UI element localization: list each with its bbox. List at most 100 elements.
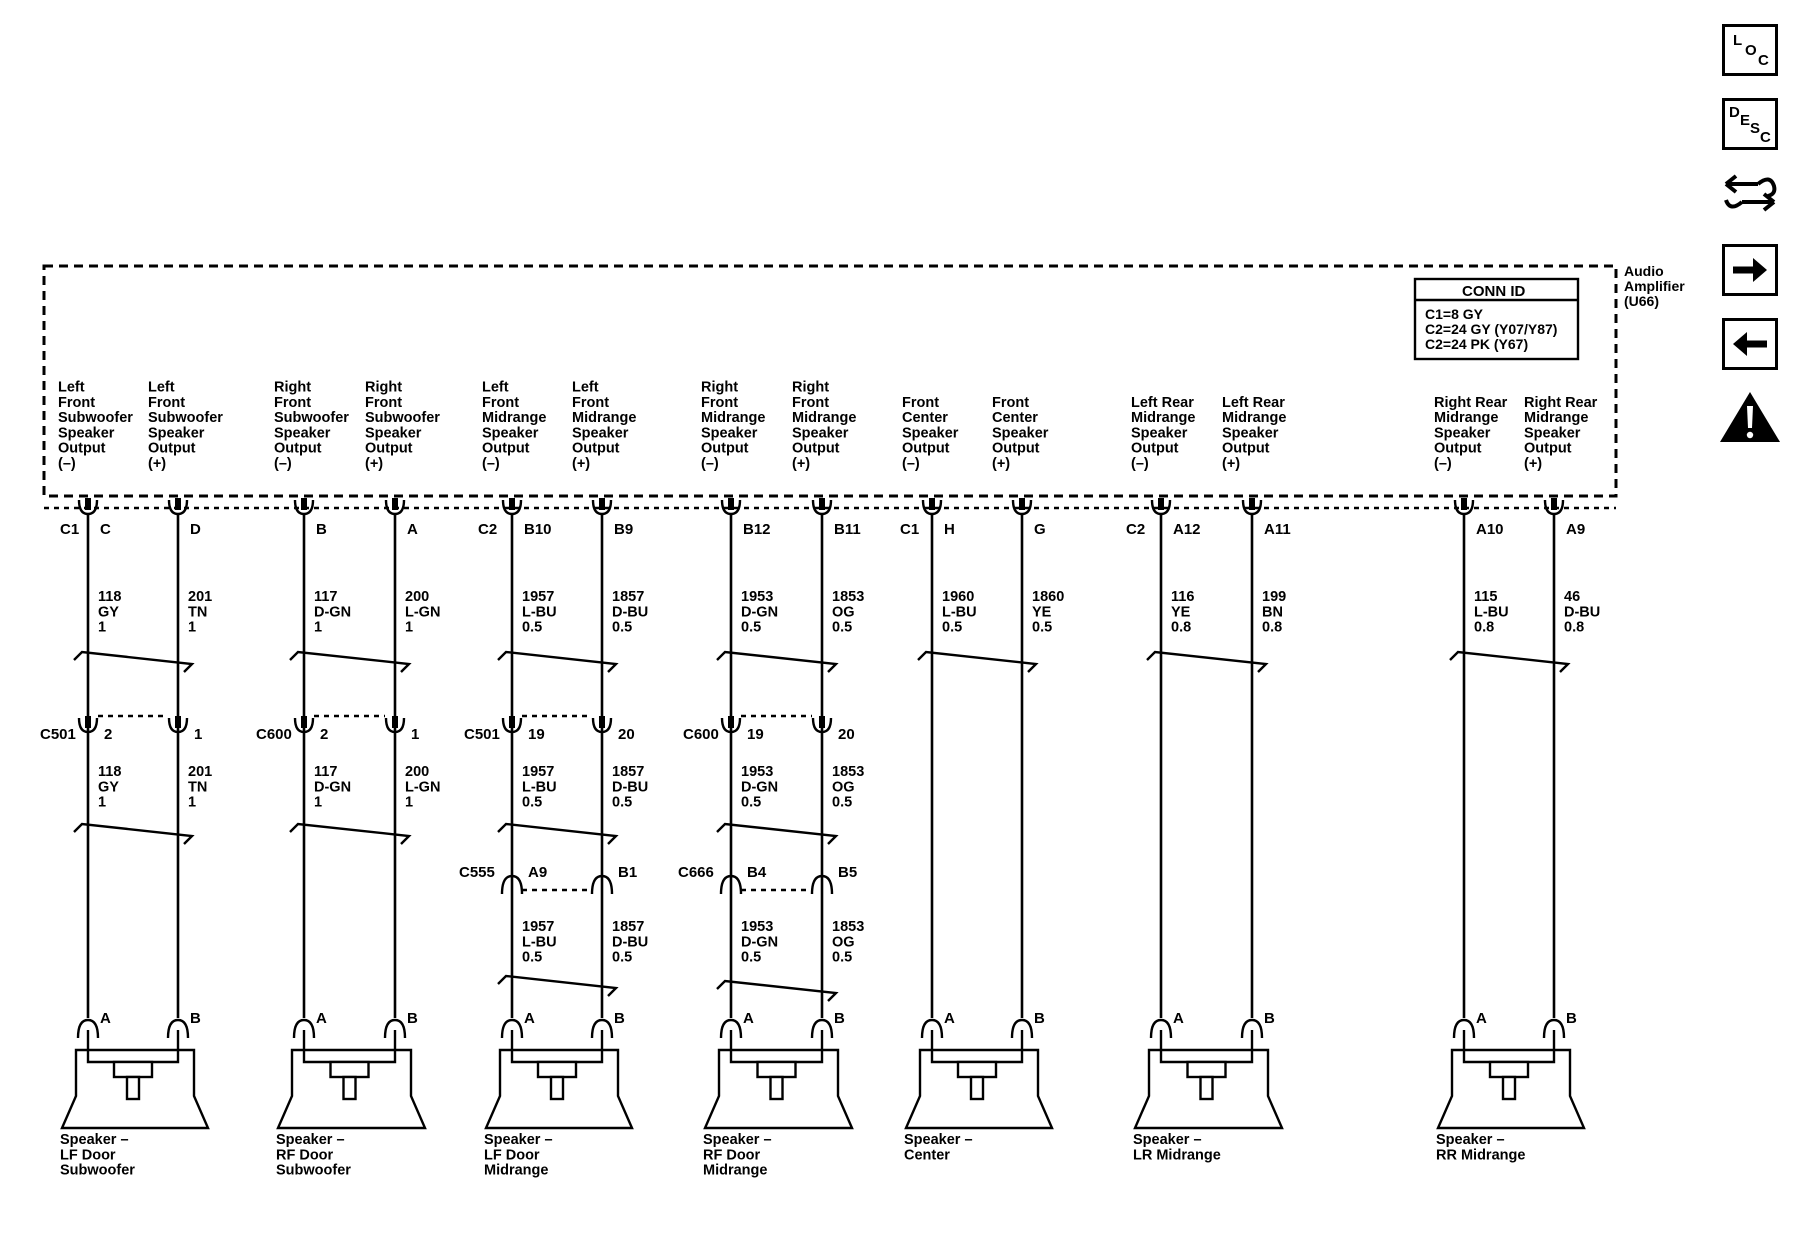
desc-letter-s: S xyxy=(1750,120,1760,137)
loc-letter-l: L xyxy=(1733,32,1742,49)
wire-label-top-8: 1960 xyxy=(942,589,974,605)
wire-label-low-3: 1853 xyxy=(832,919,864,935)
wires-layer xyxy=(73,514,1571,1018)
output-label-12: (–) xyxy=(1434,456,1452,472)
output-label-13: Output xyxy=(1524,441,1572,457)
description-icon[interactable]: D E S C xyxy=(1722,98,1778,150)
output-label-10: Left Rear xyxy=(1131,395,1194,411)
top-pin-label: G xyxy=(1034,521,1046,538)
shield-low-1 xyxy=(716,979,839,1002)
output-label-0: (–) xyxy=(58,456,76,472)
desc-letter-d: D xyxy=(1729,104,1740,121)
wire-label-low-0: 0.5 xyxy=(522,950,542,966)
shield-top-5 xyxy=(1146,650,1269,673)
wire-label-top-5: 1857 xyxy=(612,589,644,605)
output-label-0: Output xyxy=(58,441,106,457)
wire-label-top-9: 1860 xyxy=(1032,589,1064,605)
speaker-label-3: RF Door xyxy=(703,1147,761,1163)
output-label-8: Output xyxy=(902,441,950,457)
output-label-8: Speaker xyxy=(902,425,959,441)
output-label-4: (–) xyxy=(482,456,500,472)
wire-label-low-3: OG xyxy=(832,934,855,950)
speaker-cone-1 xyxy=(342,1075,357,1101)
output-label-6: Speaker xyxy=(701,425,758,441)
top-pin-label: B11 xyxy=(834,521,861,538)
output-label-10: Output xyxy=(1131,441,1179,457)
previous-arrow-icon[interactable] xyxy=(1722,318,1778,370)
speaker-terminal-b xyxy=(590,1018,614,1039)
conn-id-line: C2=24 GY (Y07/Y87) xyxy=(1425,321,1557,337)
wire-label-mid-1: 201 xyxy=(188,764,212,780)
wire-label-mid-7: OG xyxy=(832,779,855,795)
speaker-cone-4 xyxy=(969,1075,985,1101)
wire-label-top-2: 117 xyxy=(314,589,337,605)
output-label-2: Right xyxy=(274,380,311,396)
mid-terminal xyxy=(384,717,406,734)
loc-letter-c: C xyxy=(1758,52,1769,69)
speaker-pin-label: B xyxy=(1264,1010,1275,1027)
wire-label-mid-4: 0.5 xyxy=(522,795,542,811)
wire-label-mid-0: GY xyxy=(98,779,119,795)
speaker-label-2: Midrange xyxy=(484,1163,548,1179)
top-terminal-13 xyxy=(1543,499,1565,516)
wire-label-mid-0: 1 xyxy=(98,795,106,811)
wire-label-top-0: 118 xyxy=(98,589,121,605)
speaker-cone-3 xyxy=(769,1075,784,1101)
speaker-pin-label: B xyxy=(407,1010,418,1027)
wire-label-top-11: BN xyxy=(1262,604,1283,620)
wire-label-top-11: 199 xyxy=(1262,589,1286,605)
output-label-6: Midrange xyxy=(701,410,765,426)
output-label-3: Subwoofer xyxy=(365,410,440,426)
output-label-5: (+) xyxy=(572,456,590,472)
low-terminal xyxy=(590,874,614,895)
output-label-12: Output xyxy=(1434,441,1482,457)
speaker-terminal-a xyxy=(920,1018,944,1039)
speaker-magnet-6 xyxy=(1488,1060,1530,1079)
speaker-label-6: Speaker – xyxy=(1436,1132,1505,1148)
wire-label-top-7: 1853 xyxy=(832,589,864,605)
shield-low-0 xyxy=(497,974,619,997)
speaker-label-5: LR Midrange xyxy=(1133,1147,1221,1163)
wire-label-mid-1: TN xyxy=(188,779,207,795)
top-terminal-9 xyxy=(1011,499,1033,516)
top-pin-label: B12 xyxy=(743,521,771,538)
mid-pin-label: 20 xyxy=(838,726,855,743)
output-label-6: Front xyxy=(701,395,738,411)
connector-swap-icon[interactable] xyxy=(1718,164,1782,222)
low-terminal xyxy=(719,874,743,895)
speaker-label-0: Speaker – xyxy=(60,1132,129,1148)
wire-label-mid-0: 118 xyxy=(98,764,121,780)
output-label-2: Speaker xyxy=(274,425,331,441)
next-arrow-icon[interactable] xyxy=(1722,244,1778,296)
output-label-1: Left xyxy=(148,380,175,396)
wire-label-mid-2: 1 xyxy=(314,795,322,811)
top-terminal-3-pin xyxy=(392,498,398,510)
mid-terminal-pin xyxy=(819,716,825,728)
mid-terminal xyxy=(591,717,613,734)
output-label-0: Left xyxy=(58,380,85,396)
wire-label-mid-5: 1857 xyxy=(612,764,644,780)
output-label-11: Left Rear xyxy=(1222,395,1285,411)
speaker-terminal-a xyxy=(719,1018,743,1039)
low-pin-label: B1 xyxy=(618,864,637,881)
top-terminal-0-pin xyxy=(85,498,91,510)
warning-icon[interactable] xyxy=(1718,388,1782,446)
mid-pin-label: 19 xyxy=(747,726,764,743)
wire-label-top-6: 1953 xyxy=(741,589,773,605)
speaker-pin-label: A xyxy=(1173,1010,1184,1027)
speaker-terminal-a xyxy=(76,1018,100,1039)
wire-label-top-12: 115 xyxy=(1474,589,1497,605)
mid-pin-label: 2 xyxy=(104,726,112,743)
output-label-4: Speaker xyxy=(482,425,539,441)
output-label-2: (–) xyxy=(274,456,292,472)
location-icon[interactable]: L O C xyxy=(1722,24,1778,76)
wire-label-low-1: 0.5 xyxy=(612,950,632,966)
output-label-8: Center xyxy=(902,410,948,426)
top-terminal-8-pin xyxy=(929,498,935,510)
output-label-4: Output xyxy=(482,441,530,457)
output-label-5: Left xyxy=(572,380,599,396)
top-terminal-1 xyxy=(167,499,189,516)
wire-label-top-10: YE xyxy=(1171,604,1191,620)
output-label-1: Subwoofer xyxy=(148,410,223,426)
top-pin-label: D xyxy=(190,521,201,538)
